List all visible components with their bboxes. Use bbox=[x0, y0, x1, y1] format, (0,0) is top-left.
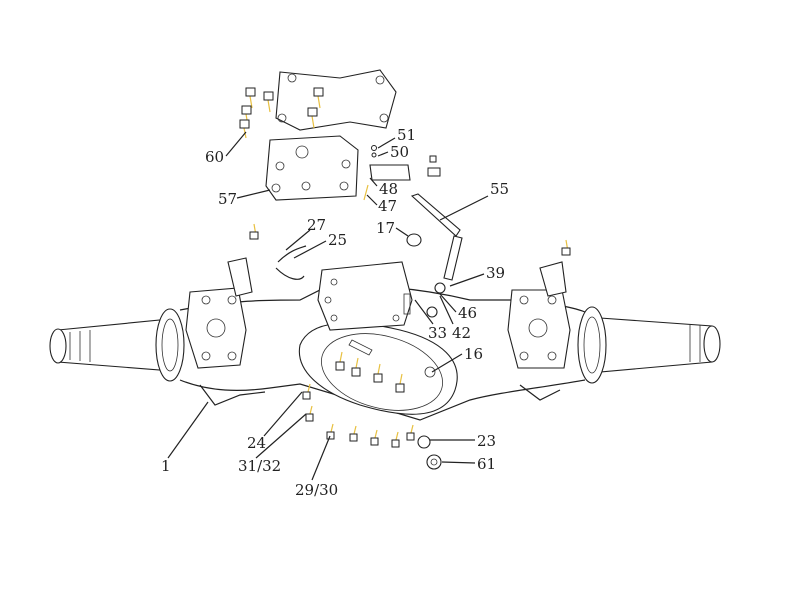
left-spindle bbox=[49, 308, 185, 382]
label-55: 55 bbox=[490, 180, 509, 198]
label-33: 33 bbox=[428, 324, 447, 342]
label-39: 39 bbox=[486, 264, 505, 282]
label-24: 24 bbox=[247, 434, 266, 452]
axle-housing bbox=[179, 257, 586, 421]
upper-bracket-assembly bbox=[239, 69, 397, 201]
label-42: 42 bbox=[452, 324, 471, 342]
label-16: 16 bbox=[464, 345, 483, 363]
label-51: 51 bbox=[397, 126, 416, 144]
breather-and-linkage bbox=[249, 145, 571, 331]
label-1: 1 bbox=[161, 457, 171, 475]
cover-bolts bbox=[302, 351, 442, 470]
label-17: 17 bbox=[376, 219, 395, 237]
label-29-30: 29/30 bbox=[295, 481, 338, 499]
right-spindle bbox=[577, 306, 721, 384]
label-31-32: 31/32 bbox=[238, 457, 281, 475]
label-50: 50 bbox=[390, 143, 409, 161]
leader-lines bbox=[167, 131, 489, 481]
label-48: 48 bbox=[379, 180, 398, 198]
label-57: 57 bbox=[218, 190, 237, 208]
part-labels: 60 51 50 48 47 57 55 17 27 25 39 46 33 4… bbox=[161, 126, 509, 499]
label-23: 23 bbox=[477, 432, 496, 450]
label-46: 46 bbox=[458, 304, 477, 322]
label-60: 60 bbox=[205, 148, 224, 166]
label-25: 25 bbox=[328, 231, 347, 249]
label-27: 27 bbox=[307, 216, 326, 234]
label-47: 47 bbox=[378, 197, 397, 215]
label-61: 61 bbox=[477, 455, 496, 473]
